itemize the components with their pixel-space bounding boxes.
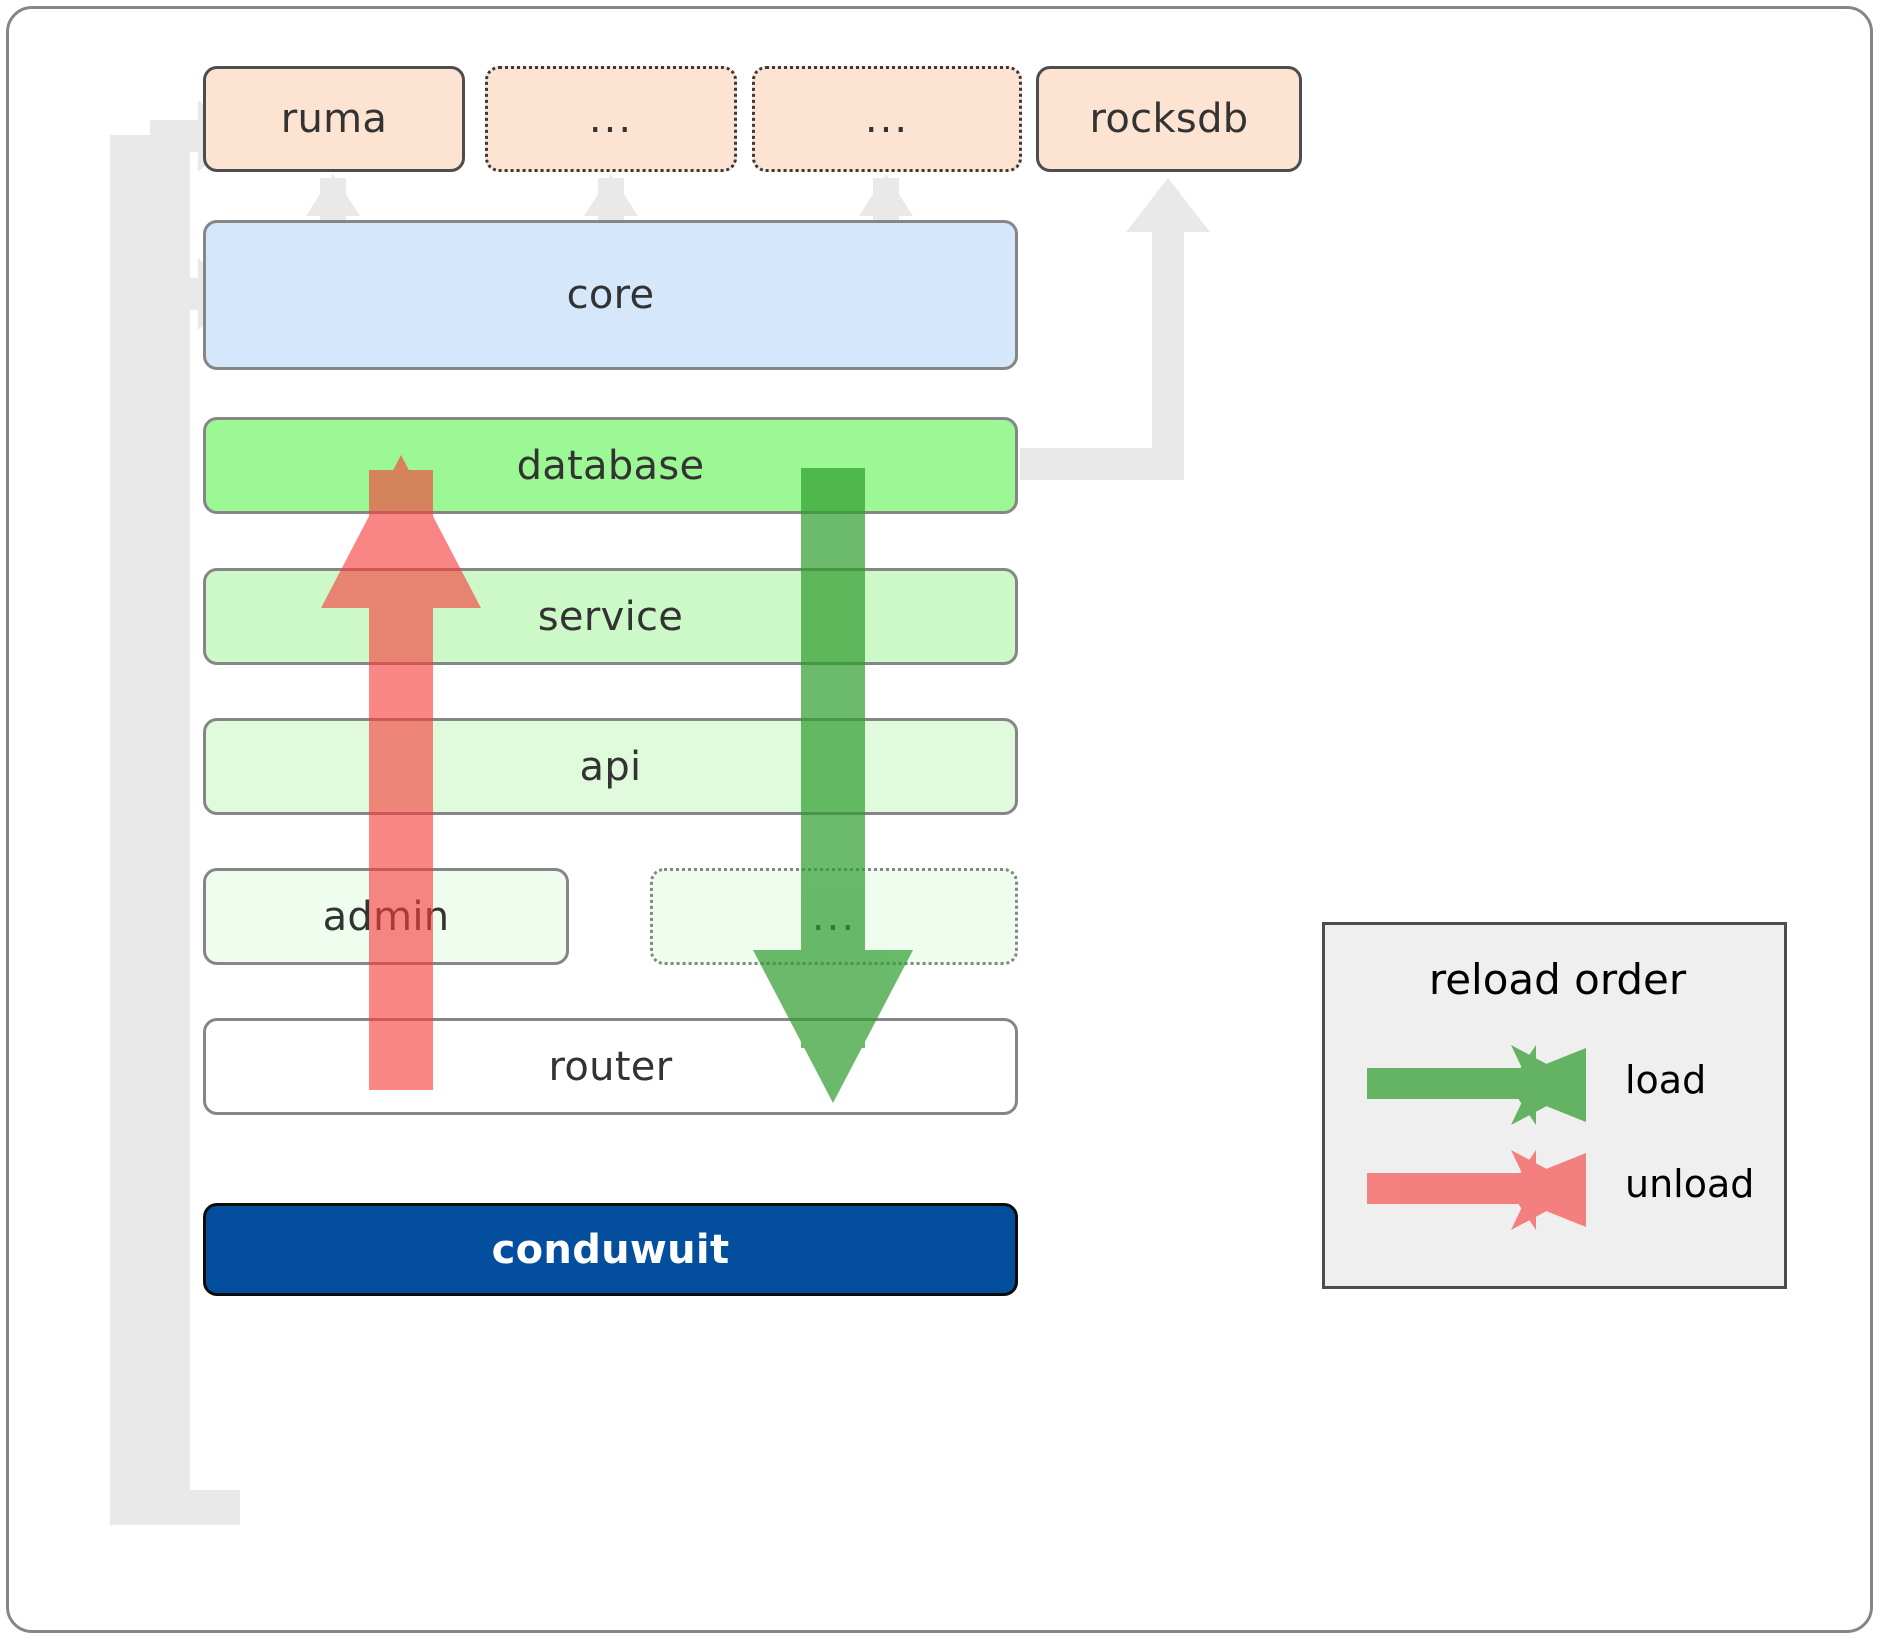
load-arrow	[753, 468, 913, 1103]
legend-label-unload: unload	[1625, 1162, 1755, 1206]
legend-panel: reload order load unload	[1322, 922, 1787, 1289]
dependency-label: rocksdb	[1089, 96, 1249, 142]
dependency-label: ...	[588, 96, 634, 142]
layer-label: database	[516, 442, 705, 489]
layer-box-database[interactable]: database	[203, 417, 1018, 514]
dependency-box-rocksdb[interactable]: rocksdb	[1036, 66, 1302, 172]
legend-load-arrow-icon	[1367, 1045, 1586, 1125]
brand-box-conduwuit[interactable]: conduwuit	[203, 1203, 1018, 1296]
legend-title: reload order	[1428, 955, 1687, 1004]
layer-box-api[interactable]: api	[203, 718, 1018, 815]
layer-label: api	[579, 743, 642, 790]
legend-label-load: load	[1625, 1058, 1707, 1102]
dependency-box-ellipsis-1[interactable]: ...	[485, 66, 737, 172]
layer-label: service	[537, 593, 684, 640]
layer-label: router	[548, 1043, 673, 1090]
legend-unload-arrow-icon	[1367, 1150, 1586, 1230]
legend-arrow-icons	[1367, 1045, 1586, 1230]
unload-arrow	[321, 455, 481, 1090]
dependency-label: ...	[864, 96, 910, 142]
dependency-box-ruma[interactable]: ruma	[203, 66, 465, 172]
brand-label: conduwuit	[491, 1226, 730, 1273]
layer-box-core[interactable]: core	[203, 220, 1018, 370]
dependency-box-ellipsis-2[interactable]: ...	[752, 66, 1022, 172]
layer-label: core	[566, 272, 655, 318]
dependency-label: ruma	[280, 96, 388, 142]
layer-box-router[interactable]: router	[203, 1018, 1018, 1115]
